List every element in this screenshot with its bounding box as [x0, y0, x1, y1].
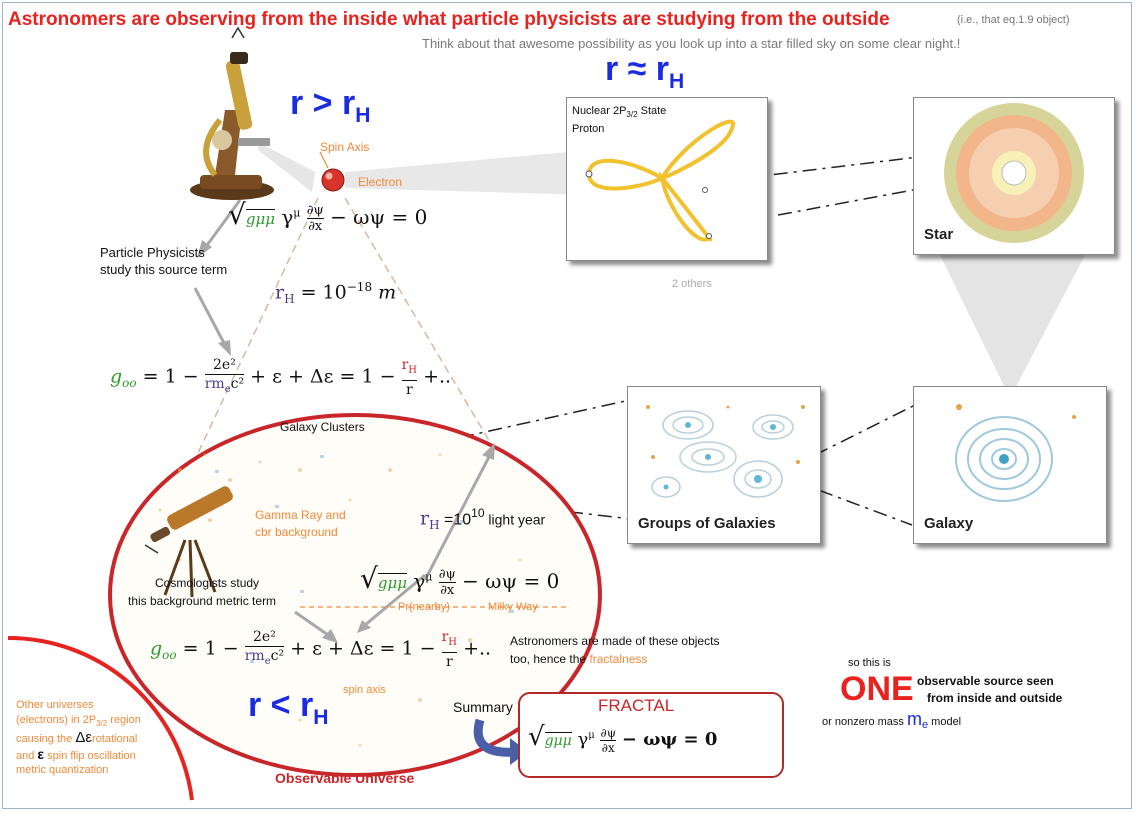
- other-universe-arc: [7, 635, 194, 801]
- groups-label: Groups of Galaxies: [638, 515, 776, 532]
- metric-equation-top: goo = 1 − 2e² rmec² + ε + Δε = 1 − rH r …: [110, 357, 452, 398]
- pr-nearby-label: Pr(nearby): [398, 601, 450, 613]
- r-approx-rh-label: r ≈ rH: [605, 50, 685, 93]
- connector-groups-galaxy-2: [764, 469, 913, 526]
- cosmologists-label-1: Cosmologists study: [155, 576, 260, 590]
- galaxy-groups-drawing: [646, 405, 805, 498]
- dirac-equation-middle: √gμμ γμ ∂ψ ∂x − ωψ = 0: [360, 562, 560, 598]
- astronomers-label-1: Astronomers are made of these objects: [510, 634, 720, 648]
- microscope-beam: [258, 142, 315, 192]
- galaxy-label: Galaxy: [924, 515, 974, 532]
- metric-equation-bottom: goo = 1 − 2e² rmec² + ε + Δε = 1 − rH r …: [150, 629, 492, 670]
- observable-universe-label: Observable Universe: [275, 770, 415, 786]
- summary-arrow: [473, 718, 516, 757]
- summary-box: FRACTAL √gμμ γμ ∂ψ ∂x − ωψ = 0: [518, 692, 784, 778]
- rh-small-value: rH = 10−18 m: [275, 280, 397, 307]
- star-label: Star: [924, 226, 954, 243]
- star-panel: Star: [913, 97, 1115, 255]
- groups-of-galaxies-panel: Groups of Galaxies: [627, 386, 821, 544]
- dirac-equation-top: √gμμ γμ ∂ψ ∂x − ωψ = 0: [228, 198, 428, 234]
- observable-universe-ellipse: [108, 413, 602, 777]
- one-label: ONE: [840, 670, 914, 708]
- physicists-label-2: study this source term: [100, 262, 228, 277]
- star-drawing: [944, 103, 1084, 243]
- r-less-rh-label: r < rH: [248, 686, 329, 729]
- physicists-label-1: Particle Physicists: [100, 245, 205, 260]
- rh-large-value: rH =1010 light year: [420, 506, 546, 533]
- connector-groups-galaxy: [814, 404, 916, 456]
- proton-orbit-drawing: [585, 119, 736, 242]
- other-universes-text: Other universes (electrons) in 2P3/2 reg…: [16, 699, 141, 777]
- spin-axis-label: Spin Axis: [320, 140, 370, 154]
- model-label: or nonzero mass me model: [822, 709, 962, 732]
- dirac-equation-summary: √gμμ γμ ∂ψ ∂x − ωψ = 0: [528, 722, 718, 755]
- proton-state-label: Nuclear 2P3/2 State: [572, 105, 667, 120]
- observable-source-label-2: from inside and outside: [927, 691, 1063, 705]
- spin-axis-line: [319, 151, 329, 169]
- universe-spin-axis-label: spin axis: [343, 684, 386, 696]
- title-note: (i.e., that eq.1.9 object): [957, 14, 1070, 26]
- r-greater-rh-label: r > rH: [290, 84, 371, 127]
- galaxy-panel: Galaxy: [913, 386, 1107, 544]
- subtitle: Think about that awesome possibility as …: [422, 36, 961, 51]
- gamma-ray-label-2: cbr background: [255, 525, 338, 539]
- galaxy-clusters-label: Galaxy Clusters: [280, 420, 365, 434]
- electron-beam: [345, 150, 590, 195]
- fractal-label: FRACTAL: [598, 696, 675, 715]
- astronomers-label-2: too, hence the fractalness: [510, 652, 648, 666]
- electron-label: Electron: [358, 175, 403, 189]
- page-title: Astronomers are observing from the insid…: [8, 9, 890, 30]
- electron-sphere: [321, 168, 345, 192]
- star-galaxy-beam: [940, 255, 1085, 398]
- summary-label: Summary: [453, 699, 513, 715]
- cone-line-right: [344, 197, 561, 561]
- so-this-is-label: so this is: [848, 657, 891, 669]
- proton-panel: Nuclear 2P3/2 State Proton: [566, 97, 768, 261]
- gamma-ray-label-1: Gamma Ray and: [255, 508, 346, 522]
- connector-proton-star-top: [744, 154, 936, 179]
- proton-label: Proton: [572, 123, 605, 135]
- milky-way-label: Milky Way: [488, 601, 538, 613]
- galaxy-drawing: [955, 404, 1076, 502]
- microscope-illustration: [190, 26, 274, 200]
- cosmologists-label-2: this background metric term: [128, 594, 277, 608]
- telescope-illustration: [144, 486, 233, 598]
- observable-source-label-1: observable source seen: [917, 674, 1054, 688]
- two-others-label: 2 others: [672, 278, 712, 290]
